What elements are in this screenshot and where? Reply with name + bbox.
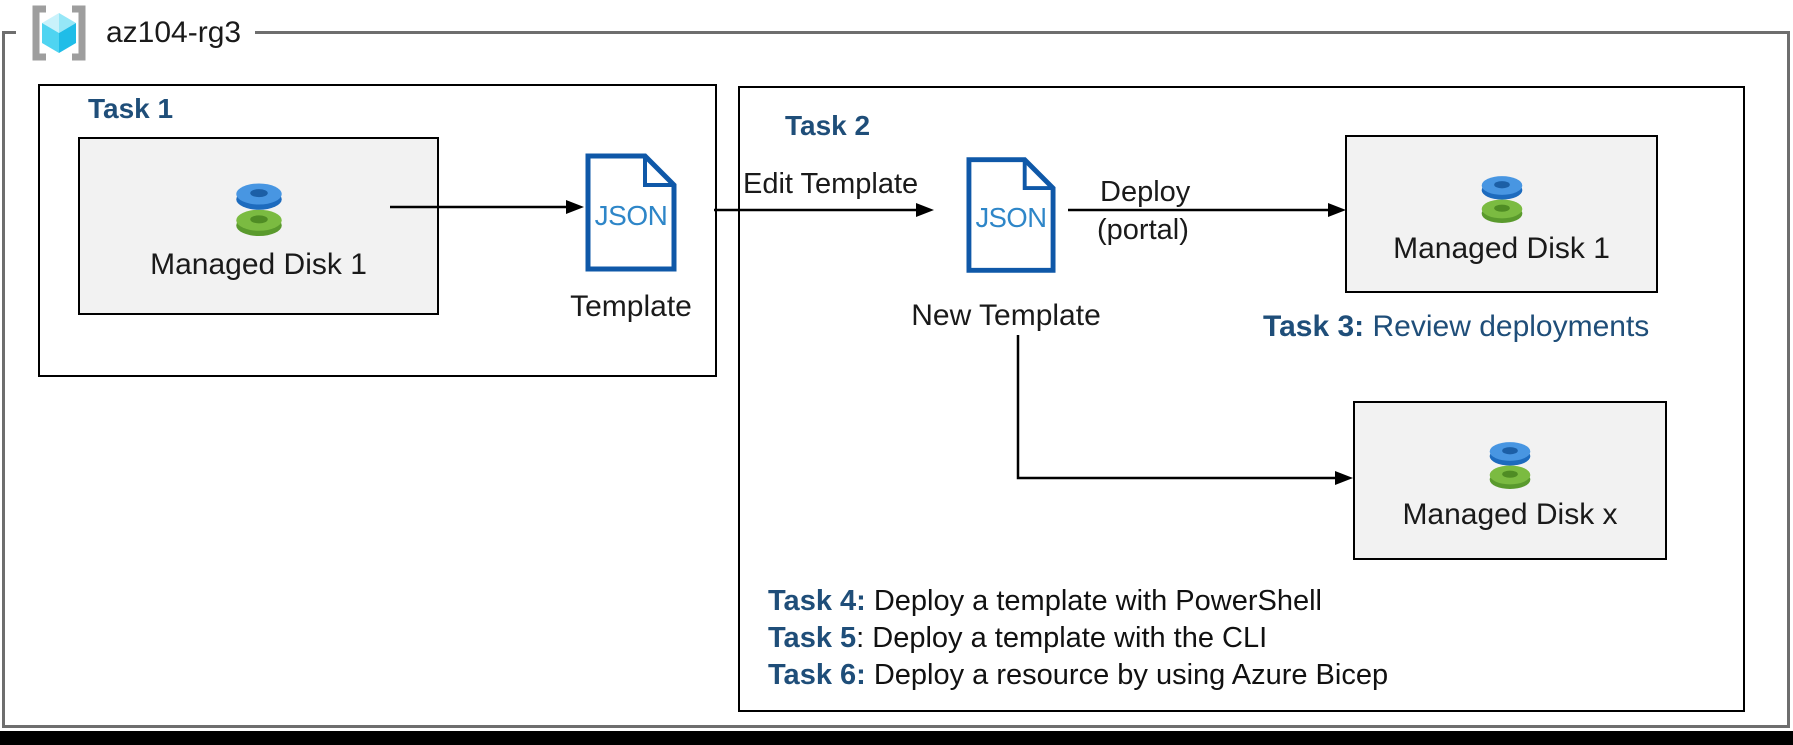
managed-disk-1-source-label: Managed Disk 1	[150, 248, 367, 281]
managed-disk-x-label: Managed Disk x	[1402, 498, 1618, 531]
task-list: Task 4: Deploy a template with PowerShel…	[768, 583, 1388, 694]
task5-label: Task 5	[768, 622, 857, 654]
task3-label: Task 3:	[1263, 310, 1365, 343]
new-template-caption: New Template	[911, 299, 1101, 332]
managed-disk-1-source-box: Managed Disk 1	[78, 137, 439, 315]
managed-disk-icon	[235, 183, 282, 236]
task1-heading: Task 1	[88, 93, 174, 124]
json-new-template-icon: JSON	[966, 157, 1056, 273]
task2-heading: Task 2	[785, 110, 871, 141]
template-caption: Template	[570, 290, 692, 323]
task4-label: Task 4:	[768, 585, 866, 617]
managed-disk-1-deployed-label: Managed Disk 1	[1393, 231, 1610, 265]
task6-label: Task 6:	[768, 659, 866, 691]
task3-caption: Task 3: Review deployments	[1263, 310, 1649, 343]
json-text: JSON	[975, 202, 1046, 233]
managed-disk-icon	[1481, 175, 1522, 223]
deploy-arrow-label: Deploy	[1100, 176, 1191, 208]
task5-item: Task 5: Deploy a template with the CLI	[768, 620, 1388, 657]
json-text: JSON	[595, 200, 668, 231]
task4-item: Task 4: Deploy a template with PowerShel…	[768, 583, 1388, 620]
task6-item: Task 6: Deploy a resource by using Azure…	[768, 657, 1388, 694]
json-template-icon: JSON	[585, 153, 677, 272]
deploy-portal-label: (portal)	[1097, 214, 1189, 246]
task3-text: Review deployments	[1364, 310, 1650, 343]
bottom-bar	[0, 731, 1793, 745]
task5-text: : Deploy a template with the CLI	[856, 622, 1268, 654]
managed-disk-x-box: Managed Disk x	[1353, 401, 1667, 560]
managed-disk-icon	[1489, 442, 1531, 489]
resource-group-icon	[32, 5, 86, 61]
edit-template-arrow-label: Edit Template	[743, 168, 919, 200]
task6-text: Deploy a resource by using Azure Bicep	[865, 659, 1389, 691]
resource-group-header: az104-rg3	[16, 2, 256, 64]
task4-text: Deploy a template with PowerShell	[865, 585, 1322, 617]
managed-disk-1-deployed-box: Managed Disk 1	[1345, 135, 1658, 293]
resource-group-boundary	[2, 31, 1790, 728]
resource-group-name: az104-rg3	[106, 16, 242, 49]
